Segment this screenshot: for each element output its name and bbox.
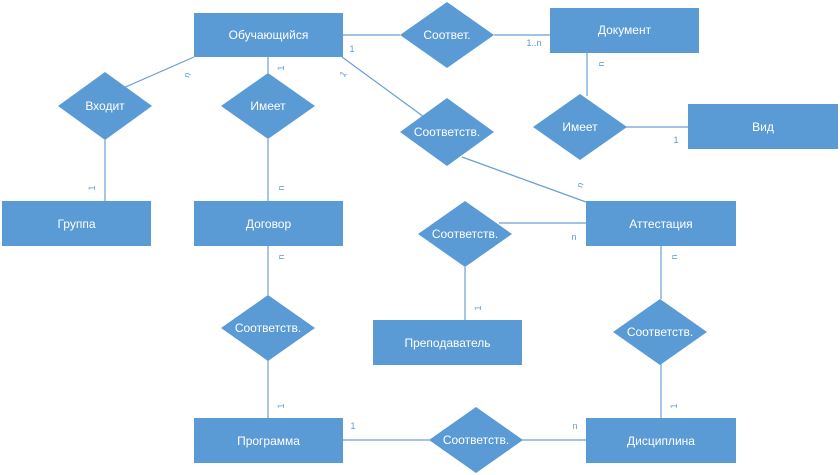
relationship-student-contract-label: Имеет [250, 99, 286, 113]
relationship-document-type[interactable]: Имеет [533, 94, 627, 160]
relationship-student-attestation-label: Соответств. [414, 125, 480, 139]
cardinality-student-att: 1 [337, 69, 348, 79]
relationship-program-discipline[interactable]: Соответств. [429, 407, 523, 473]
entity-group-label: Группа [57, 217, 95, 231]
cardinality-discipline-program: n [572, 421, 577, 431]
relationship-attestation-teacher-label: Соответств. [432, 227, 498, 241]
entity-type[interactable]: Вид [688, 104, 838, 149]
entity-type-label: Вид [752, 120, 774, 134]
cardinality-contract-program: n [276, 254, 286, 259]
cardinality-contract-student: n [276, 185, 286, 190]
connector-attestation-rel-attestation [461, 156, 587, 203]
entity-teacher-label: Преподаватель [404, 336, 490, 350]
cardinality-doc-type: n [596, 61, 606, 66]
cardinality-group-student: 1 [87, 185, 97, 190]
relationship-student-group[interactable]: Входит [58, 72, 152, 140]
entity-program[interactable]: Программа [194, 418, 343, 463]
relationship-student-document[interactable]: Соответ. [400, 2, 494, 68]
relationship-contract-program-label: Соответств. [235, 321, 301, 335]
relationship-contract-program[interactable]: Соответств. [221, 295, 315, 361]
cardinality-att-teacher: n [571, 232, 576, 242]
entity-student[interactable]: Обучающийся [194, 13, 343, 57]
cardinality-student-doc: 1 [349, 44, 354, 54]
connectors [104, 34, 688, 441]
connector-student-attestation-rel [341, 56, 425, 118]
entity-program-label: Программа [237, 434, 300, 448]
entity-group[interactable]: Группа [2, 201, 151, 246]
relationship-student-contract[interactable]: Имеет [221, 73, 315, 139]
relationship-document-type-label: Имеет [562, 120, 598, 134]
cardinality-program-contract: 1 [276, 403, 286, 408]
entity-discipline-label: Дисциплина [627, 434, 695, 448]
cardinality-att-discipline: n [669, 254, 679, 259]
entity-document-label: Документ [598, 23, 652, 37]
entity-attestation[interactable]: Аттестация [586, 201, 736, 246]
cardinality-att-student: n [574, 181, 585, 189]
relationship-student-document-label: Соответ. [423, 28, 470, 42]
relationship-attestation-discipline[interactable]: Соответств. [613, 299, 707, 365]
cardinality-doc-student: 1..n [526, 38, 541, 48]
relationship-program-discipline-label: Соответств. [443, 433, 509, 447]
cardinality-student-group: n [181, 71, 192, 79]
cardinality-discipline-att: 1 [669, 403, 679, 408]
relationship-attestation-teacher[interactable]: Соответств. [418, 201, 512, 267]
relationship-student-attestation[interactable]: Соответств. [400, 98, 494, 166]
entity-document[interactable]: Документ [550, 8, 699, 53]
cardinality-program-discipline: 1 [350, 421, 355, 431]
relationship-attestation-discipline-label: Соответств. [627, 325, 693, 339]
cardinality-teacher-att: 1 [473, 305, 483, 310]
entity-teacher[interactable]: Преподаватель [373, 320, 522, 365]
entity-contract[interactable]: Договор [194, 201, 343, 246]
entity-contract-label: Договор [246, 217, 292, 231]
entity-attestation-label: Аттестация [629, 217, 692, 231]
cardinalities: 1 1..n n 1 n 1 1 n 1 n n 1 n 1 n 1 1 n [87, 38, 679, 431]
entity-discipline[interactable]: Дисциплина [586, 418, 736, 463]
entity-student-label: Обучающийся [229, 28, 309, 42]
relationship-student-group-label: Входит [85, 99, 125, 113]
cardinality-student-contract: 1 [276, 65, 286, 70]
cardinality-type-doc: 1 [673, 135, 678, 145]
